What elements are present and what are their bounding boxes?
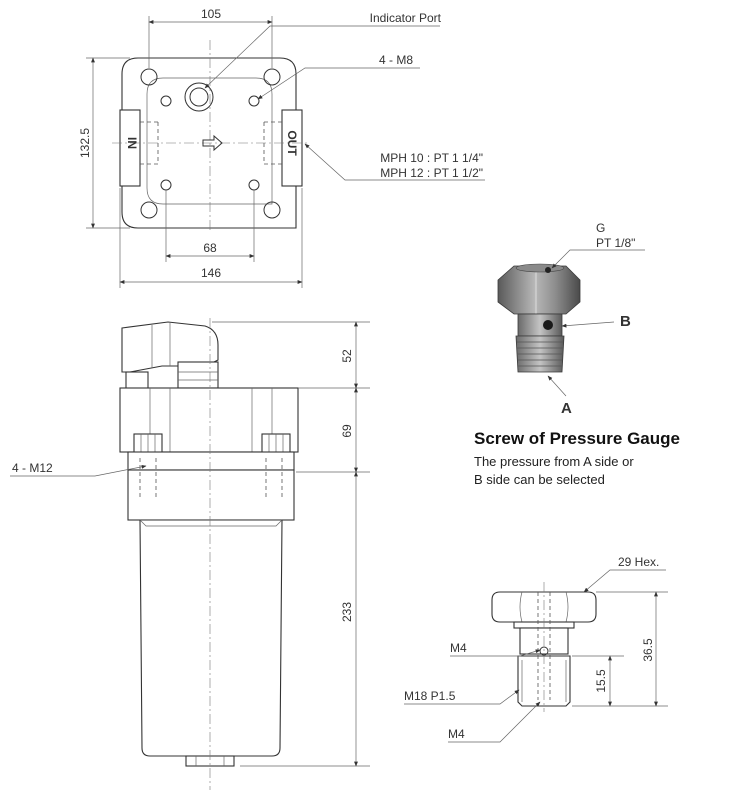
label-pt-1-8: PT 1/8" [596,236,635,250]
screw-desc-line2: B side can be selected [474,472,605,487]
dim-36-5: 36.5 [641,638,655,662]
indicator-nut [177,361,219,389]
inlet-boss [119,109,141,187]
indicator-port-label: Indicator Port [370,11,442,25]
bolts-m12-label: 4 - M12 [12,461,53,475]
port-spec-mph10: MPH 10 : PT 1 1/4" [380,151,483,165]
head-flange [127,451,295,471]
connector-screw [125,371,149,391]
dim-146: 146 [201,266,221,280]
flow-direction-icon [202,134,223,152]
label-m4-bottom: M4 [448,727,465,741]
corner-hole [263,68,281,86]
top-view: IN OUT 105 132.5 68 146 Indicator Port 4… [78,7,485,288]
outlet-boss [281,109,303,187]
side-port-b-hole [543,320,553,330]
port-in-label: IN [125,137,139,149]
gauge-port-hole [545,267,551,273]
indicator-port-outer [184,82,214,112]
m8-bolt [248,95,260,107]
port-spec-mph12: MPH 12 : PT 1 1/2" [380,166,483,180]
screw-photo: G PT 1/8" B A Screw of Pressure Gauge Th… [474,221,680,487]
label-m18-p1-5: M18 P1.5 [404,689,456,703]
dim-233: 233 [340,602,354,622]
side-view: 52 69 233 4 - M12 [10,318,370,790]
label-29-hex: 29 Hex. [618,555,659,569]
m8-bolt [160,95,172,107]
label-g: G [596,221,605,235]
label-m4-top: M4 [450,641,467,655]
corner-hole [263,201,281,219]
screw-hex-head [497,265,581,315]
label-a: A [561,400,572,417]
dim-68: 68 [203,241,217,255]
screw-stem [517,313,563,337]
filter-bowl [139,519,283,757]
corner-hole [140,201,158,219]
screw-drawing: 29 Hex. M4 M18 P1.5 M4 36.5 15.5 [404,555,668,743]
screw-title: Screw of Pressure Gauge [474,429,680,448]
dim-15-5: 15.5 [594,669,608,693]
corner-hole [140,68,158,86]
dim-105: 105 [201,7,221,21]
screw-desc-line1: The pressure from A side or [474,454,634,469]
indicator-port-inner [189,87,209,107]
dim-69: 69 [340,424,354,438]
label-b: B [620,313,631,330]
bowl-collar [127,469,295,521]
dim-52: 52 [340,349,354,363]
port-out-label: OUT [285,130,299,156]
dim-132-5: 132.5 [78,128,92,158]
top-housing-outline [146,77,273,205]
bolts-m8-label: 4 - M8 [379,53,413,67]
